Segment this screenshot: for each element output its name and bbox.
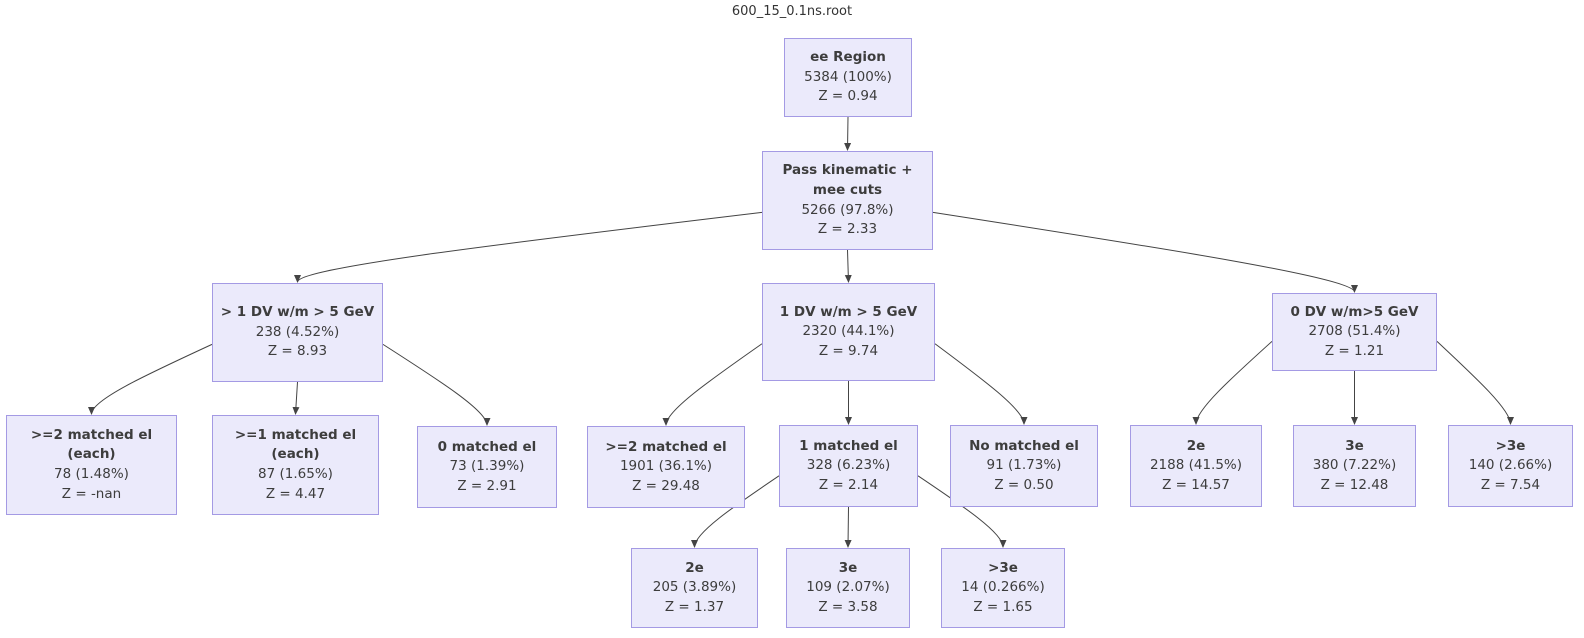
edge-m1-to-l5_2e <box>691 475 780 548</box>
graph-title: 600_15_0.1ns.root <box>731 4 853 19</box>
node-count: 2188 (41.5%) <box>1149 457 1243 474</box>
node-title: >3e <box>988 559 1018 576</box>
edge-m1-to-l5_gt3e <box>917 475 1007 548</box>
node-count: 5384 (100%) <box>804 68 892 85</box>
tree-node-pass: Pass kinematic + mee cuts 5266 (97.8%) Z… <box>762 151 933 250</box>
node-count: 205 (3.89%) <box>652 579 737 596</box>
node-count: 5266 (97.8%) <box>801 201 894 218</box>
edge-ee-to-pass <box>844 116 852 151</box>
tree-node-mno: No matched el 91 (1.73%) Z = 0.50 <box>950 425 1098 507</box>
tree-node-ge2: >=2 matched el 1901 (36.1%) Z = 29.48 <box>587 426 745 508</box>
node-count: 87 (1.65%) <box>258 466 333 482</box>
edge-m1-to-l5_3e <box>844 506 852 548</box>
node-z-score: Z = 2.33 <box>817 221 878 238</box>
tree-node-gt1dv: > 1 DV w/m > 5 GeV 238 (4.52%) Z = 8.93 <box>212 283 383 382</box>
edge-dv1-to-ge2 <box>662 343 763 426</box>
node-z-score: Z = 1.21 <box>1324 342 1385 359</box>
edge-gt1dv-to-ge2each <box>88 343 213 415</box>
node-z-score: Z = 1.65 <box>973 598 1033 615</box>
tree-node-l5_2e: 2e 205 (3.89%) Z = 1.37 <box>631 548 758 628</box>
node-z-score: Z = 2.14 <box>818 476 879 493</box>
node-title: 1 matched el <box>799 437 898 454</box>
node-count: 73 (1.39%) <box>449 458 525 475</box>
node-title: 2e <box>685 559 704 576</box>
node-title: >=2 matched el (each) <box>30 426 153 463</box>
tree-node-l4_3e: 3e 380 (7.22%) Z = 12.48 <box>1293 425 1416 507</box>
node-count: 2320 (44.1%) <box>802 323 895 340</box>
node-title: Pass kinematic + mee cuts <box>782 162 913 198</box>
tree-node-l5_3e: 3e 109 (2.07%) Z = 3.58 <box>786 548 910 628</box>
edge-pass-to-dv0 <box>932 211 1358 293</box>
node-z-score: Z = 0.94 <box>818 88 878 105</box>
edge-gt1dv-to-m0 <box>382 343 491 426</box>
tree-node-ge2each: >=2 matched el (each) 78 (1.48%) Z = -na… <box>6 415 177 515</box>
edge-gt1dv-to-ge1each <box>292 381 300 415</box>
node-count: 328 (6.23%) <box>806 457 891 474</box>
edge-dv0-to-l4_2e <box>1192 340 1273 425</box>
tree-node-ee: ee Region 5384 (100%) Z = 0.94 <box>784 38 912 117</box>
node-z-score: Z = 2.91 <box>457 477 517 494</box>
node-count: 1901 (36.1%) <box>619 458 713 475</box>
tree-node-dv1: 1 DV w/m > 5 GeV 2320 (44.1%) Z = 9.74 <box>762 283 935 381</box>
tree-node-m0: 0 matched el 73 (1.39%) Z = 2.91 <box>417 426 557 508</box>
node-z-score: Z = 4.47 <box>265 485 326 502</box>
node-title: 0 DV w/m>5 GeV <box>1290 303 1419 320</box>
edge-pass-to-gt1dv <box>294 211 763 283</box>
node-z-score: Z = 14.57 <box>1162 476 1230 493</box>
node-count: 238 (4.52%) <box>255 323 340 340</box>
node-count: 2708 (51.4%) <box>1308 323 1401 340</box>
node-count: 91 (1.73%) <box>986 457 1062 474</box>
node-z-score: Z = -nan <box>61 485 122 502</box>
node-title: >3e <box>1495 437 1526 454</box>
node-count: 380 (7.22%) <box>1312 457 1397 474</box>
node-title: No matched el <box>969 437 1079 454</box>
node-title: >=1 matched el (each) <box>234 426 357 463</box>
node-z-score: Z = 1.37 <box>664 598 725 615</box>
node-z-score: Z = 9.74 <box>818 342 879 359</box>
node-z-score: Z = 3.58 <box>818 598 878 615</box>
tree-node-l5_gt3e: >3e 14 (0.266%) Z = 1.65 <box>941 548 1065 628</box>
node-count: 140 (2.66%) <box>1468 457 1553 474</box>
edge-dv0-to-l4_gt3e <box>1436 340 1514 425</box>
node-title: 0 matched el <box>437 438 537 455</box>
node-title: ee Region <box>810 49 886 66</box>
tree-node-ge1each: >=1 matched el (each) 87 (1.65%) Z = 4.4… <box>212 415 379 515</box>
node-z-score: Z = 29.48 <box>632 477 700 494</box>
node-title: 1 DV w/m > 5 GeV <box>779 303 918 320</box>
node-z-score: Z = 12.48 <box>1320 476 1389 493</box>
tree-node-m1: 1 matched el 328 (6.23%) Z = 2.14 <box>779 425 918 507</box>
node-z-score: Z = 7.54 <box>1480 476 1541 493</box>
tree-node-l4_gt3e: >3e 140 (2.66%) Z = 7.54 <box>1448 425 1573 507</box>
tree-node-dv0: 0 DV w/m>5 GeV 2708 (51.4%) Z = 1.21 <box>1272 293 1437 371</box>
node-z-score: Z = 0.50 <box>994 476 1054 493</box>
node-count: 78 (1.48%) <box>54 466 129 482</box>
edge-pass-to-dv1 <box>844 249 852 283</box>
node-count: 109 (2.07%) <box>806 579 890 596</box>
node-title: 2e <box>1186 437 1206 454</box>
node-z-score: Z = 8.93 <box>267 343 328 360</box>
node-title: > 1 DV w/m > 5 GeV <box>220 304 375 321</box>
node-title: 3e <box>838 559 858 576</box>
node-count: 14 (0.266%) <box>961 579 1045 596</box>
node-title: 3e <box>1345 437 1364 454</box>
edge-dv1-to-mno <box>934 343 1028 425</box>
tree-node-l4_2e: 2e 2188 (41.5%) Z = 14.57 <box>1130 425 1262 507</box>
node-title: >=2 matched el <box>605 438 727 455</box>
